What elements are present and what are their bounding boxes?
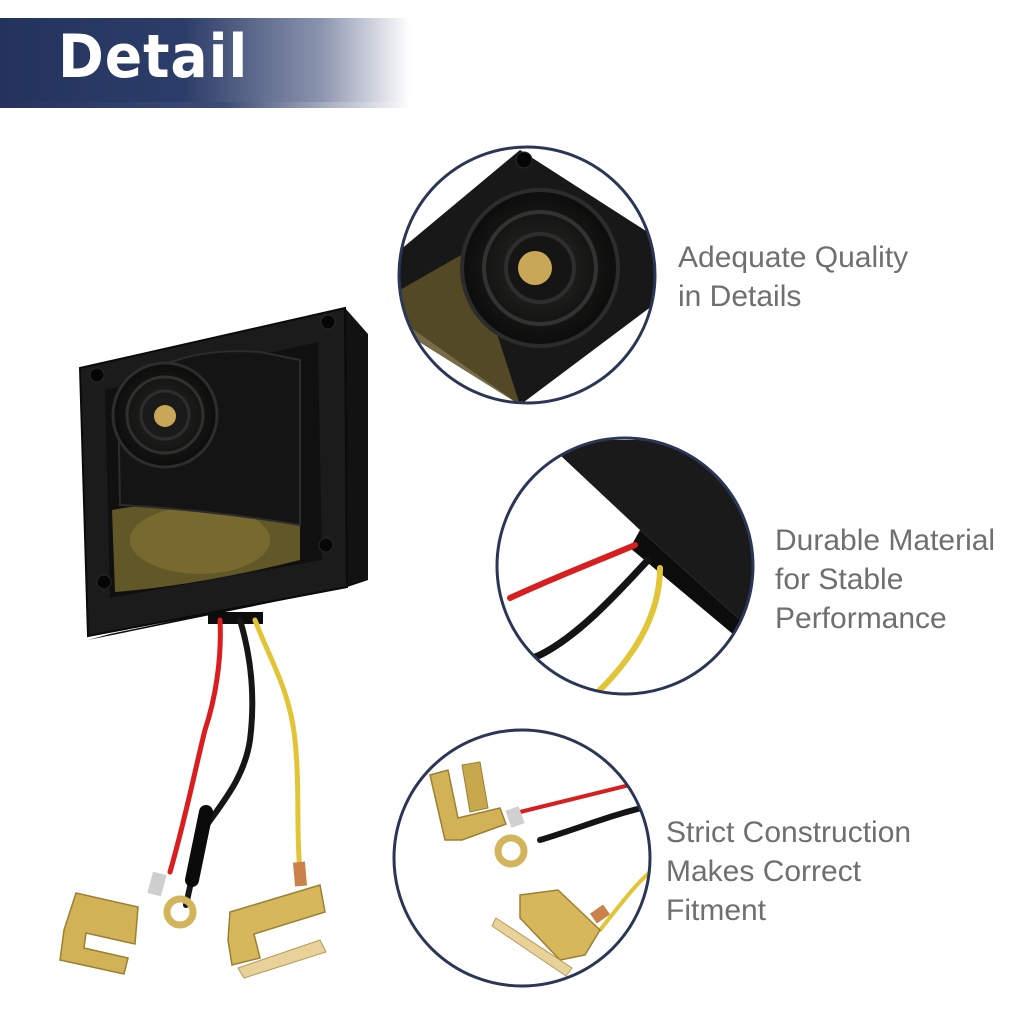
callout-line: Durable Material — [775, 524, 996, 557]
wire-terminals — [59, 861, 327, 979]
wire-harness — [167, 617, 303, 908]
callout-line: in Details — [678, 280, 802, 313]
callout-line: Fitment — [666, 894, 767, 927]
callout-line: Performance — [775, 602, 947, 635]
page-title: Detail — [58, 22, 249, 92]
callout-line: for Stable — [775, 563, 904, 596]
detail-circle-wire-exit — [495, 436, 755, 696]
ignition-coil-module — [78, 306, 368, 640]
callout-line: Strict Construction — [666, 816, 912, 849]
header-banner — [0, 18, 410, 102]
callout-quality: Adequate Quality in Details — [678, 238, 908, 316]
header-underline — [0, 102, 410, 108]
callout-line: Makes Correct — [666, 855, 862, 888]
detail-circle-coil-top — [397, 145, 657, 405]
callout-line: Adequate Quality — [678, 241, 909, 274]
detail-circle-terminals — [392, 728, 652, 988]
callout-material: Durable Material for Stable Performance — [775, 521, 995, 638]
callout-construction: Strict Construction Makes Correct Fitmen… — [666, 813, 911, 930]
